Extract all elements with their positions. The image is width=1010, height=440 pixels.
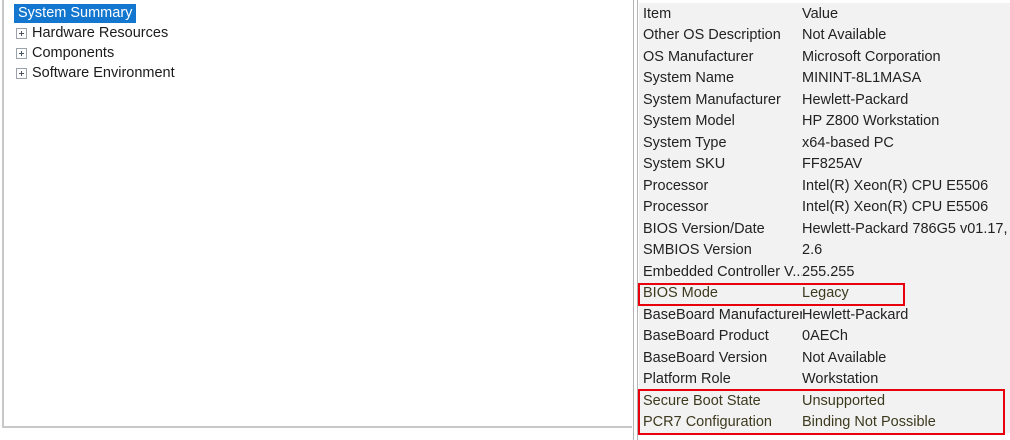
row-value: 255.255: [802, 263, 855, 280]
row-value: Microsoft Corporation: [802, 48, 941, 65]
row-item: System Type: [643, 134, 727, 151]
table-row[interactable]: OS Manufacturer Microsoft Corporation: [639, 46, 1010, 68]
row-item: Platform Role: [643, 371, 731, 388]
plus-box-icon[interactable]: [16, 67, 27, 79]
table-row[interactable]: Embedded Controller V... 255.255: [639, 261, 1010, 283]
table-row[interactable]: Processor Intel(R) Xeon(R) CPU E5506: [639, 175, 1010, 197]
table-row[interactable]: BIOS Version/Date Hewlett-Packard 786G5 …: [639, 218, 1010, 240]
row-item: BaseBoard Version: [643, 349, 768, 366]
row-item: Embedded Controller V...: [643, 263, 802, 280]
row-item: System Manufacturer: [643, 91, 781, 108]
plus-box-icon[interactable]: [16, 47, 27, 59]
row-item: Processor: [643, 199, 709, 216]
table-row[interactable]: System Model HP Z800 Workstation: [639, 110, 1010, 132]
row-value: FF825AV: [802, 156, 863, 173]
table-row[interactable]: BaseBoard Product 0AECh: [639, 325, 1010, 347]
row-value: Hewlett-Packard: [802, 91, 909, 108]
tree-item-label: System Summary: [14, 3, 137, 23]
plus-box-icon[interactable]: [16, 27, 27, 39]
row-item: BIOS Mode: [643, 285, 718, 302]
row-item: SMBIOS Version: [643, 242, 752, 259]
row-item: Other OS Description: [643, 27, 781, 44]
table-row-pcr7-configuration[interactable]: PCR7 Configuration Binding Not Possible: [639, 411, 1010, 433]
tree-item-label: Components: [32, 45, 115, 61]
tree-item-hardware-resources[interactable]: Hardware Resources: [8, 23, 632, 43]
row-value: Intel(R) Xeon(R) CPU E5506: [802, 199, 989, 216]
row-value: Hewlett-Packard 786G5 v01.17, 8/: [802, 220, 1010, 237]
table-row[interactable]: System Type x64-based PC: [639, 132, 1010, 154]
column-header-item: Item: [643, 5, 672, 22]
table-row[interactable]: System Name MININT-8L1MASA: [639, 67, 1010, 89]
table-row-bios-mode[interactable]: BIOS Mode Legacy: [639, 282, 1010, 304]
row-value: Not Available: [802, 27, 887, 44]
row-value: Legacy: [802, 285, 849, 302]
details-header-row: Item Value: [639, 3, 1010, 25]
row-item: BIOS Version/Date: [643, 220, 765, 237]
table-row[interactable]: BaseBoard Version Not Available: [639, 347, 1010, 369]
row-value: Unsupported: [802, 392, 886, 409]
row-item: OS Manufacturer: [643, 48, 754, 65]
table-row[interactable]: System SKU FF825AV: [639, 153, 1010, 175]
row-item: Secure Boot State: [643, 392, 761, 409]
row-item: Processor: [643, 177, 709, 194]
row-item: BaseBoard Manufacturer: [643, 306, 802, 323]
navigation-tree-pane: System Summary Hardware Resources Compon…: [2, 0, 632, 428]
row-item: System Name: [643, 70, 735, 87]
column-header-value: Value: [802, 5, 839, 22]
row-item: BaseBoard Product: [643, 328, 769, 345]
table-row[interactable]: Other OS Description Not Available: [639, 24, 1010, 46]
row-item: System Model: [643, 113, 735, 130]
table-row[interactable]: System Manufacturer Hewlett-Packard: [639, 89, 1010, 111]
row-item: PCR7 Configuration: [643, 414, 772, 431]
tree-item-label: Software Environment: [32, 65, 175, 81]
tree-item-system-summary[interactable]: System Summary: [8, 3, 632, 23]
table-row[interactable]: BaseBoard Manufacturer Hewlett-Packard: [639, 304, 1010, 326]
row-item: System SKU: [643, 156, 726, 173]
tree-item-components[interactable]: Components: [8, 43, 632, 63]
tree-item-label: Hardware Resources: [32, 25, 169, 41]
row-value: x64-based PC: [802, 134, 894, 151]
details-list: Item Value Other OS Description Not Avai…: [639, 3, 1010, 433]
table-row[interactable]: Processor Intel(R) Xeon(R) CPU E5506: [639, 196, 1010, 218]
row-value: Hewlett-Packard: [802, 306, 909, 323]
row-value: 0AECh: [802, 328, 848, 345]
row-value: HP Z800 Workstation: [802, 113, 940, 130]
table-row[interactable]: SMBIOS Version 2.6: [639, 239, 1010, 261]
row-value: MININT-8L1MASA: [802, 70, 922, 87]
table-row-secure-boot-state[interactable]: Secure Boot State Unsupported: [639, 390, 1010, 412]
row-value: Intel(R) Xeon(R) CPU E5506: [802, 177, 989, 194]
details-pane: Item Value Other OS Description Not Avai…: [633, 0, 1010, 440]
row-value: Not Available: [802, 349, 887, 366]
row-value: Workstation: [802, 371, 879, 388]
tree-item-software-environment[interactable]: Software Environment: [8, 63, 632, 83]
table-row[interactable]: Platform Role Workstation: [639, 368, 1010, 390]
row-value: 2.6: [802, 242, 823, 259]
row-value: Binding Not Possible: [802, 414, 936, 431]
